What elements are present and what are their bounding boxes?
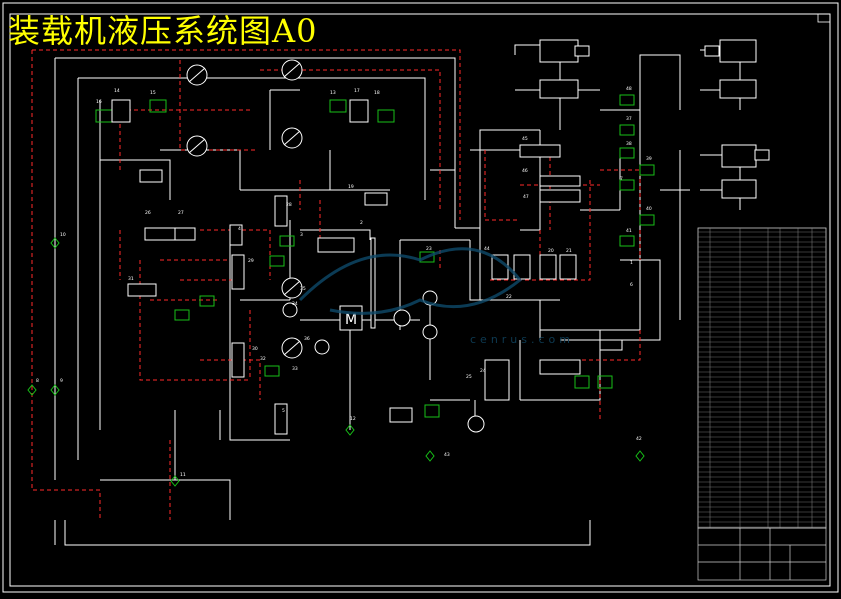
callout-number: 41	[626, 228, 632, 234]
callout-number: 47	[523, 194, 529, 200]
callout-number: 12	[350, 416, 356, 422]
directional-valves	[111, 99, 623, 435]
callout-number: 39	[646, 156, 652, 162]
corner-mark	[817, 13, 831, 23]
callout-number: 4	[238, 226, 241, 232]
callout-number: 35	[300, 286, 306, 292]
valves	[95, 94, 655, 418]
callout-number: 25	[466, 374, 472, 380]
callout-number: 30	[252, 346, 258, 352]
callout-number: 44	[484, 246, 490, 252]
callout-number: 9	[60, 378, 63, 384]
callout-number: 34	[292, 301, 298, 307]
pilot-lines	[31, 49, 641, 520]
callout-number: 28	[286, 202, 292, 208]
callout-number: 40	[646, 206, 652, 212]
filters	[27, 237, 645, 487]
callout-number: 11	[180, 472, 186, 478]
callout-number: 45	[522, 136, 528, 142]
motor-label: M	[345, 312, 357, 328]
callout-number: 1	[630, 260, 633, 266]
cylinders	[539, 39, 770, 199]
parts-list	[697, 227, 827, 529]
callout-number: 32	[260, 356, 266, 362]
callout-number: 18	[374, 90, 380, 96]
callout-number: 46	[522, 168, 528, 174]
callout-number: 14	[114, 88, 120, 94]
callout-number: 19	[348, 184, 354, 190]
callout-number: 26	[145, 210, 151, 216]
tank	[54, 520, 591, 545]
callout-number: 15	[150, 90, 156, 96]
callout-number: 29	[248, 258, 254, 264]
callout-number: 8	[36, 378, 39, 384]
callout-number: 23	[426, 246, 432, 252]
callout-number: 17	[354, 88, 360, 94]
callout-number: 42	[636, 436, 642, 442]
callout-number: 13	[330, 90, 336, 96]
watermark-logo	[298, 247, 523, 315]
callout-number: 24	[480, 368, 486, 374]
callout-number: 48	[626, 86, 632, 92]
callout-number: 37	[626, 116, 632, 122]
watermark-text: cenrus.com	[470, 333, 575, 346]
coupling	[370, 237, 376, 329]
callout-number: 31	[128, 276, 134, 282]
callout-number: 22	[506, 294, 512, 300]
pressure-lines	[54, 44, 741, 546]
callout-number: 2	[360, 220, 363, 226]
callout-number: 27	[178, 210, 184, 216]
callout-number: 33	[292, 366, 298, 372]
inner-frame	[9, 13, 831, 587]
pump-arrows	[188, 62, 301, 356]
callout-number: 16	[96, 99, 102, 105]
callout-number: 6	[630, 282, 633, 288]
callout-number: 43	[444, 452, 450, 458]
drawing-title: 装载机液压系统图A0	[8, 12, 318, 50]
callout-number: 3	[300, 232, 303, 238]
callout-number: 10	[60, 232, 66, 238]
callout-number: 7	[620, 176, 623, 182]
title-block	[697, 527, 827, 581]
callout-number: 5	[282, 408, 285, 414]
callout-number: 36	[304, 336, 310, 342]
callout-number: 21	[566, 248, 572, 254]
callout-number: 20	[548, 248, 554, 254]
callout-number: 38	[626, 141, 632, 147]
